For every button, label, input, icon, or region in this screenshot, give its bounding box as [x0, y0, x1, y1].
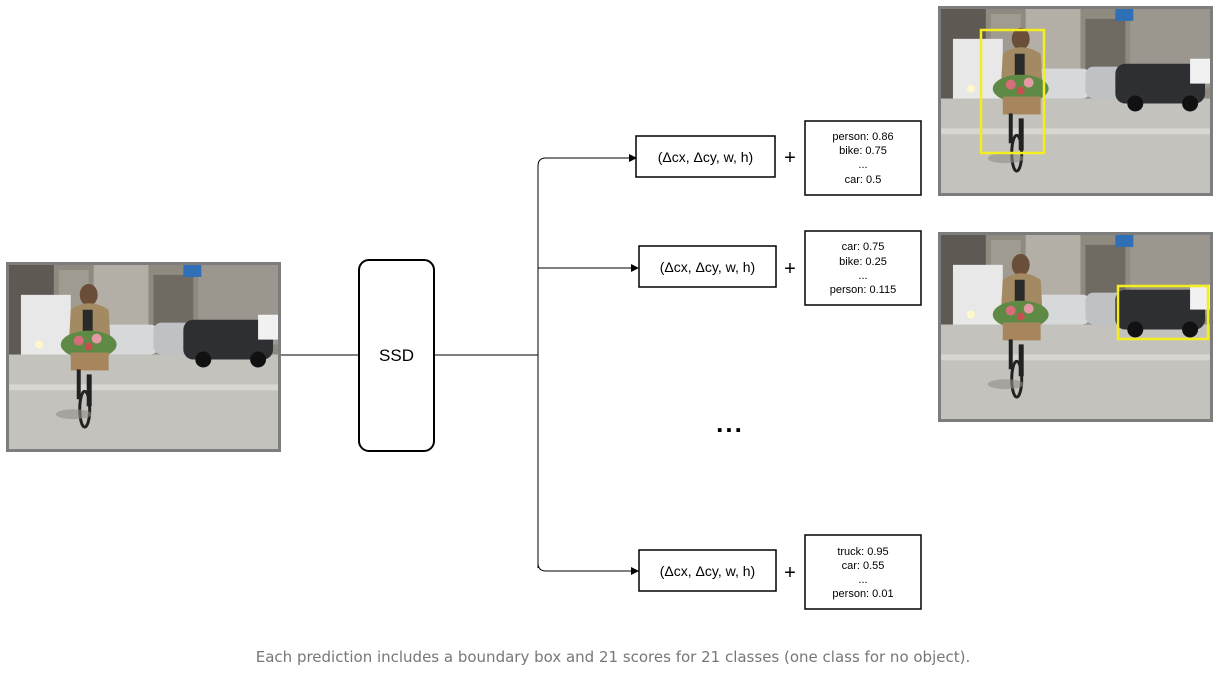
car-detection-box [1116, 284, 1210, 341]
ssd-label: SSD [379, 346, 414, 365]
figure-caption: Each prediction includes a boundary box … [255, 648, 971, 666]
class-scores-box [804, 120, 922, 196]
plus-sign: + [784, 147, 796, 169]
input-image [6, 262, 281, 452]
plus-sign: + [784, 258, 796, 280]
ssd-block: SSD [358, 259, 435, 452]
bbox-offsets-box [638, 549, 777, 592]
output-image-car [938, 232, 1213, 422]
score-line: ... [858, 159, 867, 171]
score-line: ... [858, 574, 867, 586]
more-predictions-ellipsis: ... [716, 408, 744, 438]
score-line: truck: 0.95 [837, 546, 888, 558]
score-line: person: 0.01 [832, 588, 893, 600]
output-image-person [938, 6, 1213, 196]
class-scores-box [804, 230, 922, 306]
bbox-offsets-box [635, 135, 776, 178]
score-line: car: 0.55 [842, 560, 885, 572]
bbox-offsets-label: (Δcx, Δcy, w, h) [658, 149, 753, 165]
plus-sign: + [784, 562, 796, 584]
score-line: ... [858, 270, 867, 282]
bbox-offsets-box [638, 245, 777, 288]
class-scores-box [804, 534, 922, 610]
score-line: car: 0.75 [842, 241, 885, 253]
branch-connectors [537, 154, 639, 575]
score-line: car: 0.5 [845, 174, 882, 186]
score-line: bike: 0.25 [839, 256, 887, 268]
score-line: person: 0.86 [832, 131, 893, 143]
score-line: bike: 0.75 [839, 145, 887, 157]
bbox-offsets-label: (Δcx, Δcy, w, h) [660, 563, 755, 579]
prediction-2: (Δcx, Δcy, w, h) + car: 0.75 bike: 0.25 … [638, 230, 922, 306]
prediction-3: (Δcx, Δcy, w, h) + truck: 0.95 car: 0.55… [638, 534, 922, 610]
score-line: person: 0.115 [830, 284, 896, 296]
bbox-offsets-label: (Δcx, Δcy, w, h) [660, 259, 755, 275]
prediction-1: (Δcx, Δcy, w, h) + person: 0.86 bike: 0.… [635, 120, 922, 196]
person-detection-box [979, 28, 1046, 155]
